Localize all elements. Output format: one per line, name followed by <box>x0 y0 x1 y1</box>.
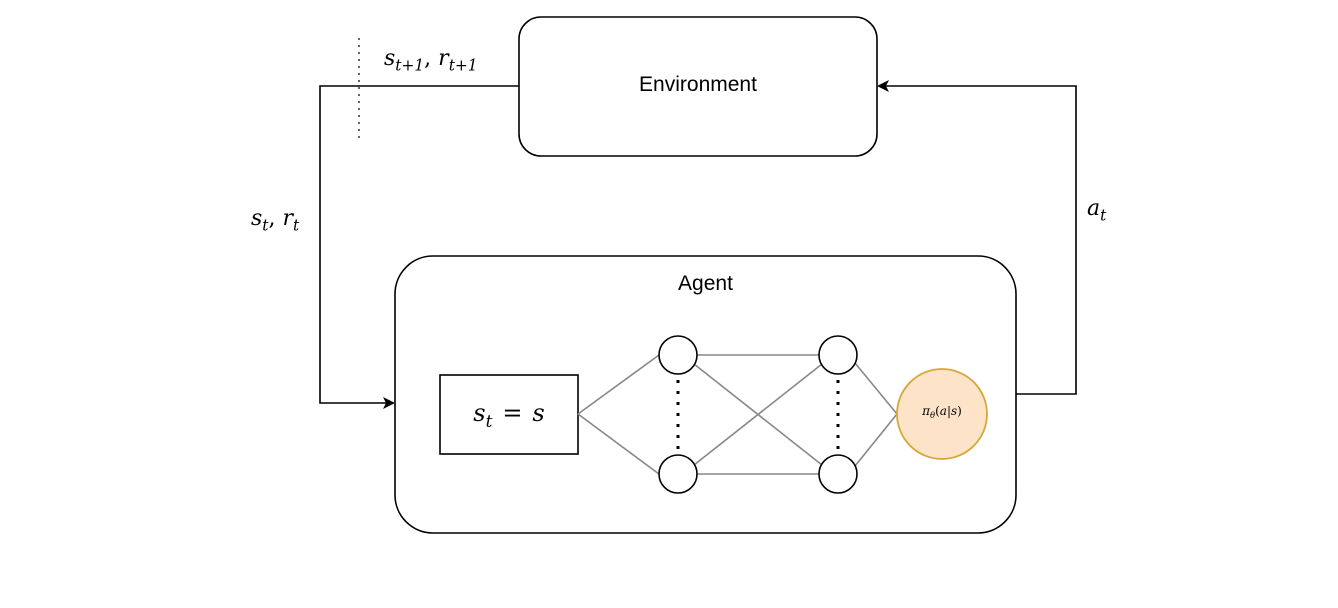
environment-label: Environment <box>639 73 757 96</box>
edge-h1bottom-h2top <box>693 363 823 466</box>
next-state-reward-label: st+1, rt+1 <box>384 46 478 75</box>
edge-h2top-policy <box>854 362 898 415</box>
hidden-layer-2-top-neuron <box>818 335 858 375</box>
policy-label: πθ(a|s) <box>922 404 962 420</box>
hidden-layer-1-bottom-neuron <box>658 454 698 494</box>
state-reward-label: st, rt <box>251 206 300 235</box>
policy-node <box>896 368 988 460</box>
state-input-label: st=s <box>473 399 545 431</box>
edge-input-to-h1-bottom <box>577 413 660 475</box>
agent-label: Agent <box>678 272 733 295</box>
hidden-layer-2-bottom-neuron <box>818 454 858 494</box>
network-edges <box>577 354 898 475</box>
hidden-layer-1-top-neuron <box>658 335 698 375</box>
state-input-box <box>439 374 579 455</box>
action-label: at <box>1087 196 1107 225</box>
action-arrow <box>877 80 1077 395</box>
observation-arrow <box>319 85 519 409</box>
edge-h2bottom-policy <box>854 413 898 467</box>
edge-input-to-h1-top <box>577 354 660 415</box>
